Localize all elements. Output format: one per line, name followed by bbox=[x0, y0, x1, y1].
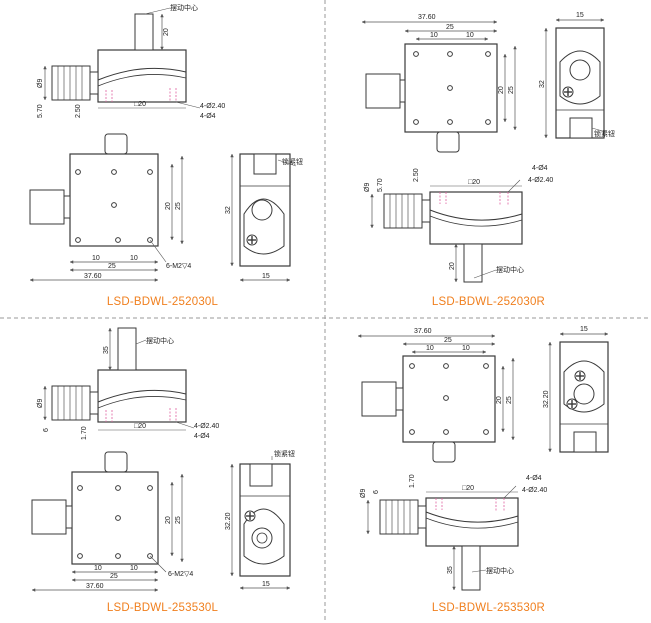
height-high-dim: 1.70 bbox=[409, 474, 416, 488]
pitch-25-dim: 25 bbox=[108, 263, 116, 270]
model-caption-252030r: LSD-BDWL-252030R bbox=[431, 296, 546, 308]
height-20-dim: 20 bbox=[165, 516, 172, 524]
panel-252030l: 20 摆动中心 Ø9 5.70 2.50 □20 4-Ø2.40 4-Ø4 bbox=[29, 3, 303, 282]
end-width-dim: 15 bbox=[576, 12, 584, 19]
width-total-dim: 37.60 bbox=[84, 273, 102, 280]
height-low-dim: 5.70 bbox=[37, 104, 44, 118]
hole-dim-4: 4-Ø4 bbox=[194, 433, 210, 440]
side-view: Ø9 5.70 2.50 □20 4-Ø4 4-Ø2.40 20 摆动中心 bbox=[364, 165, 553, 283]
height-20-dim: 20 bbox=[498, 86, 505, 94]
pivot-height-dim: 20 bbox=[449, 262, 456, 270]
knob-dia-dim: Ø9 bbox=[37, 399, 44, 408]
hole-dim-4: 4-Ø4 bbox=[526, 475, 542, 482]
lock-screw-label: 锁紧钮 bbox=[274, 449, 295, 458]
swing-center-label: 摆动中心 bbox=[496, 265, 524, 274]
width-total-dim: 37.60 bbox=[86, 583, 104, 590]
end-view: 锁紧钮 32 15 bbox=[225, 153, 303, 282]
top-view: 10 10 25 37.60 20 25 6-M2▽4 bbox=[31, 451, 193, 592]
square-dim: □20 bbox=[462, 485, 474, 492]
pitch-25-dim: 25 bbox=[444, 337, 452, 344]
lock-screw-label: 锁紧钮 bbox=[282, 157, 303, 166]
end-view: 锁紧钮 32.20 15 bbox=[225, 449, 295, 590]
square-dim: □20 bbox=[468, 179, 480, 186]
pitch-25-dim: 25 bbox=[110, 573, 118, 580]
knob-dia-dim: Ø9 bbox=[360, 489, 367, 498]
pitch-10b-dim: 10 bbox=[130, 255, 138, 262]
width-total-dim: 37.60 bbox=[414, 328, 432, 335]
swing-center-label: 摆动中心 bbox=[486, 566, 514, 575]
pitch-10a-dim: 10 bbox=[94, 565, 102, 572]
model-caption-253530l: LSD-BDWL-253530L bbox=[106, 602, 219, 614]
panel-252030r: 37.60 25 10 10 20 25 15 32 锁紧钮 bbox=[361, 12, 615, 283]
panel-253530r: 37.60 25 10 10 20 25 15 32.20 bbox=[357, 326, 609, 591]
hole-dim-240: 4-Ø2.40 bbox=[528, 177, 553, 184]
hole-dim-4: 4-Ø4 bbox=[200, 113, 216, 120]
side-view: Ø9 6 1.70 □20 4-Ø4 4-Ø2.40 35 摆动中心 bbox=[360, 474, 547, 591]
lock-screw-label: 锁紧钮 bbox=[594, 129, 615, 138]
pitch-25-dim: 25 bbox=[446, 24, 454, 31]
end-height-dim: 32.20 bbox=[225, 512, 232, 530]
width-total-dim: 37.60 bbox=[418, 14, 436, 21]
m2-holes-label: 6-M2▽4 bbox=[168, 571, 193, 578]
square-dim: □20 bbox=[134, 423, 146, 430]
end-view: 15 32 锁紧钮 bbox=[539, 12, 615, 139]
pitch-10a-dim: 10 bbox=[426, 345, 434, 352]
model-caption-252030l: LSD-BDWL-252030L bbox=[106, 296, 219, 308]
end-width-dim: 15 bbox=[262, 273, 270, 280]
pivot-height-dim: 20 bbox=[163, 28, 170, 36]
m2-holes-label: 6-M2▽4 bbox=[166, 263, 191, 270]
pitch-10a-dim: 10 bbox=[92, 255, 100, 262]
pitch-10a-dim: 10 bbox=[430, 32, 438, 39]
end-height-dim: 32.20 bbox=[543, 390, 550, 408]
top-view: 37.60 25 10 10 20 25 bbox=[357, 328, 515, 463]
height-low-dim: 6 bbox=[43, 428, 50, 432]
end-height-dim: 32 bbox=[225, 206, 232, 214]
height-20-dim: 20 bbox=[496, 396, 503, 404]
hole-dim-240: 4-Ø2.40 bbox=[194, 423, 219, 430]
end-view: 15 32.20 bbox=[543, 326, 609, 453]
pitch-10b-dim: 10 bbox=[130, 565, 138, 572]
height-high-dim: 1.70 bbox=[81, 426, 88, 440]
side-view: 20 摆动中心 Ø9 5.70 2.50 □20 4-Ø2.40 4-Ø4 bbox=[37, 3, 225, 120]
height-low-dim: 5.70 bbox=[377, 178, 384, 192]
height-low-dim: 6 bbox=[373, 490, 380, 494]
top-view: 37.60 25 10 10 20 25 bbox=[361, 14, 517, 153]
side-view: 35 摆动中心 Ø9 6 1.70 □20 4-Ø2.40 4-Ø4 bbox=[37, 327, 219, 440]
end-width-dim: 15 bbox=[262, 581, 270, 588]
height-25-dim: 25 bbox=[175, 202, 182, 210]
top-view: 10 10 25 37.60 20 25 6-M2▽4 bbox=[29, 133, 191, 282]
height-25-dim: 25 bbox=[506, 396, 513, 404]
end-height-dim: 32 bbox=[539, 80, 546, 88]
swing-center-label: 摆动中心 bbox=[170, 3, 198, 12]
hole-dim-240: 4-Ø2.40 bbox=[200, 103, 225, 110]
pivot-height-dim: 35 bbox=[447, 566, 454, 574]
model-caption-253530r: LSD-BDWL-253530R bbox=[431, 602, 546, 614]
height-25-dim: 25 bbox=[508, 86, 515, 94]
height-high-dim: 2.50 bbox=[413, 168, 420, 182]
pitch-10b-dim: 10 bbox=[466, 32, 474, 39]
knob-dia-dim: Ø9 bbox=[364, 183, 371, 192]
hole-dim-4: 4-Ø4 bbox=[532, 165, 548, 172]
end-width-dim: 15 bbox=[580, 326, 588, 333]
knob-dia-dim: Ø9 bbox=[37, 79, 44, 88]
pivot-height-dim: 35 bbox=[103, 346, 110, 354]
pitch-10b-dim: 10 bbox=[462, 345, 470, 352]
square-dim: □20 bbox=[134, 101, 146, 108]
height-20-dim: 20 bbox=[165, 202, 172, 210]
hole-dim-240: 4-Ø2.40 bbox=[522, 487, 547, 494]
swing-center-label: 摆动中心 bbox=[146, 336, 174, 345]
panel-253530l: 35 摆动中心 Ø9 6 1.70 □20 4-Ø2.40 4-Ø4 bbox=[31, 327, 295, 592]
height-high-dim: 2.50 bbox=[75, 104, 82, 118]
height-25-dim: 25 bbox=[175, 516, 182, 524]
